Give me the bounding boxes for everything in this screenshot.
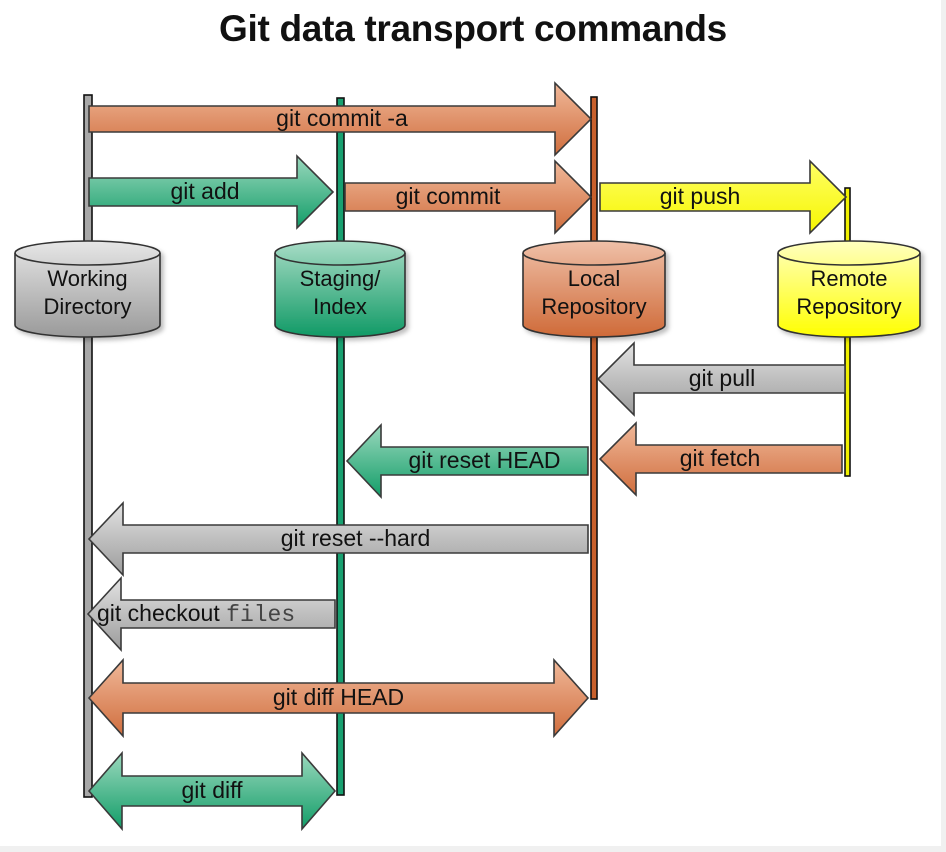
command-label-argument: files (226, 602, 295, 628)
store-local (522, 240, 666, 338)
command-label: git diff HEAD (273, 684, 404, 710)
store-label-line1: Remote (810, 266, 887, 291)
cylinder-rim (522, 252, 666, 266)
frame-border-right (941, 0, 946, 852)
cylinder-body (274, 240, 406, 338)
command-label: git pull (689, 365, 755, 391)
cylinder-rim (14, 252, 161, 266)
arrow-git-reset-hard: git reset --hard (87, 500, 589, 578)
diagram-title: Git data transport commands (219, 8, 727, 49)
cylinder-rim (777, 252, 921, 266)
command-label: git add (170, 178, 239, 204)
store-staging (274, 240, 406, 338)
double-arrow-shape (87, 750, 337, 832)
command-label: git reset HEAD (408, 447, 560, 473)
arrow-git-fetch: git fetch (598, 421, 843, 497)
arrow-shape (87, 500, 589, 578)
arrow-shape (596, 341, 846, 417)
store-label-line2: Directory (43, 294, 131, 319)
frame-border-bottom (0, 846, 946, 852)
arrow-shape (599, 159, 848, 235)
command-label: git commit (396, 183, 501, 209)
arrow-git-commit: git commit (344, 159, 593, 235)
command-label: git push (660, 183, 741, 209)
arrow-git-commit-a: git commit -a (88, 81, 593, 157)
arrow-git-add: git add (88, 154, 335, 230)
store-label-line1: Working (47, 266, 127, 291)
arrow-git-reset-head: git reset HEAD (345, 422, 589, 500)
lifeline-staging (336, 97, 345, 796)
cylinder-body (777, 240, 921, 338)
arrow-shape (88, 154, 335, 230)
lifeline-local (590, 96, 598, 700)
arrow-git-push: git push (599, 159, 848, 235)
arrow-shape (86, 575, 336, 653)
cylinder-rim (274, 252, 406, 266)
store-label-line2: Index (313, 294, 367, 319)
cylinder-body (14, 240, 161, 338)
arrow-shape (344, 159, 593, 235)
arrow-shape (88, 81, 593, 157)
double-arrow-shape (87, 657, 590, 739)
arrow-shape (345, 422, 589, 500)
lifeline-working (83, 94, 93, 798)
cylinder-body (522, 240, 666, 338)
arrow-git-checkout-files: git checkout files (86, 575, 336, 653)
command-label: git checkout files (97, 600, 295, 628)
command-label: git fetch (680, 445, 761, 471)
command-label: git diff (182, 777, 244, 803)
store-label-line2: Repository (541, 294, 646, 319)
command-label: git commit -a (276, 105, 408, 131)
store-label-line1: Staging/ (300, 266, 382, 291)
store-label-line2: Repository (796, 294, 901, 319)
arrow-git-diff: git diff (87, 750, 337, 832)
store-working (14, 240, 161, 338)
store-remote (777, 240, 921, 338)
arrow-git-pull: git pull (596, 341, 846, 417)
arrow-git-diff-head: git diff HEAD (87, 657, 590, 739)
command-label: git reset --hard (281, 525, 431, 551)
arrow-shape (598, 421, 843, 497)
store-label-line1: Local (568, 266, 621, 291)
